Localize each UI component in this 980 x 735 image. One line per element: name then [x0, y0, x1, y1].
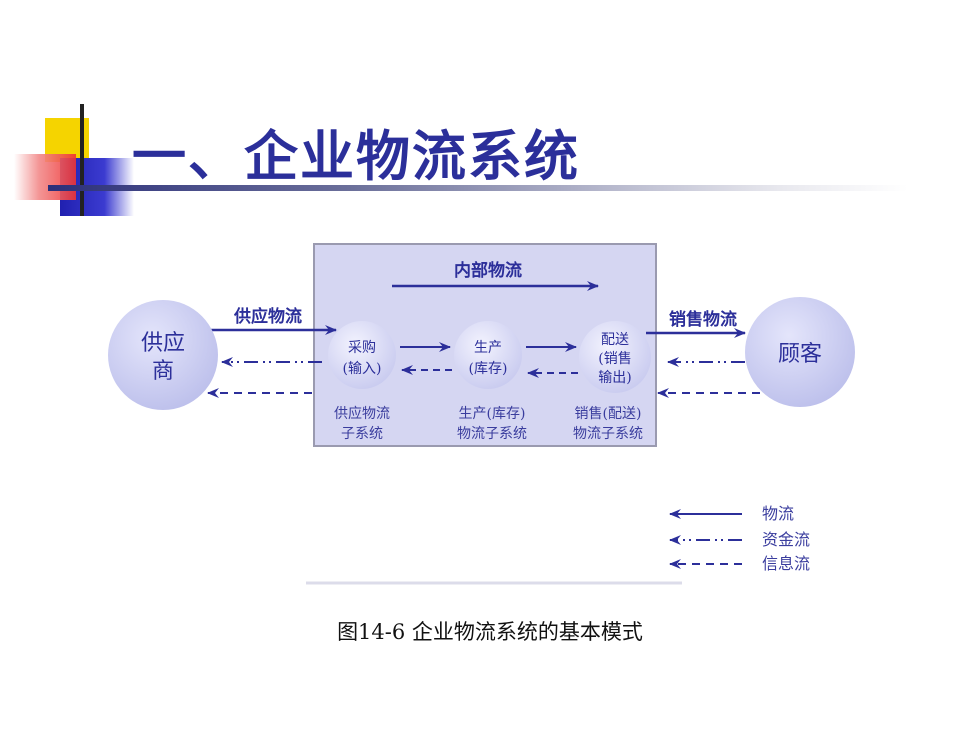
title-underline [48, 185, 908, 191]
supplier-label-line1: 供应 [141, 331, 185, 356]
procurement-label-line2: (输入) [343, 361, 382, 377]
supply-flow-label: 供应物流 [233, 306, 302, 327]
subsystem-production-line2: 物流子系统 [457, 426, 527, 442]
delivery-label-line3: 输出) [598, 370, 631, 386]
subsystem-supply-line1: 供应物流 [334, 405, 390, 422]
figure-caption: 图14-6 企业物流系统的基本模式 [337, 620, 643, 644]
production-node [454, 321, 522, 389]
production-label-line1: 生产 [474, 340, 502, 356]
subsystem-sales-line2: 物流子系统 [573, 426, 643, 442]
legend-capital-label: 资金流 [762, 530, 810, 549]
legend-information-label: 信息流 [762, 554, 810, 573]
subsystem-production-line1: 生产(库存) [459, 406, 526, 422]
customer-node [745, 297, 855, 407]
supplier-node [108, 300, 218, 410]
procurement-label-line1: 采购 [348, 340, 376, 356]
sales-flow-label: 销售物流 [669, 309, 737, 330]
subsystem-sales-line1: 销售(配送) [575, 406, 642, 422]
legend-logistics-label: 物流 [762, 504, 794, 523]
subsystem-supply-line2: 子系统 [341, 426, 383, 442]
supplier-label-line2: 商 [152, 359, 174, 384]
procurement-node [328, 321, 396, 389]
page-title: 一、企业物流系统 [132, 124, 580, 188]
customer-label: 顾客 [778, 342, 822, 367]
production-label-line2: (库存) [469, 361, 508, 377]
internal-logistics-label: 内部物流 [454, 260, 522, 281]
red-square-decoration [14, 154, 76, 200]
legend: 物流 资金流 信息流 [669, 504, 810, 573]
vertical-line-decoration [80, 104, 84, 216]
delivery-node [579, 321, 651, 393]
delivery-label-line1: 配送 [601, 332, 629, 348]
delivery-label-line2: (销售 [598, 351, 631, 367]
